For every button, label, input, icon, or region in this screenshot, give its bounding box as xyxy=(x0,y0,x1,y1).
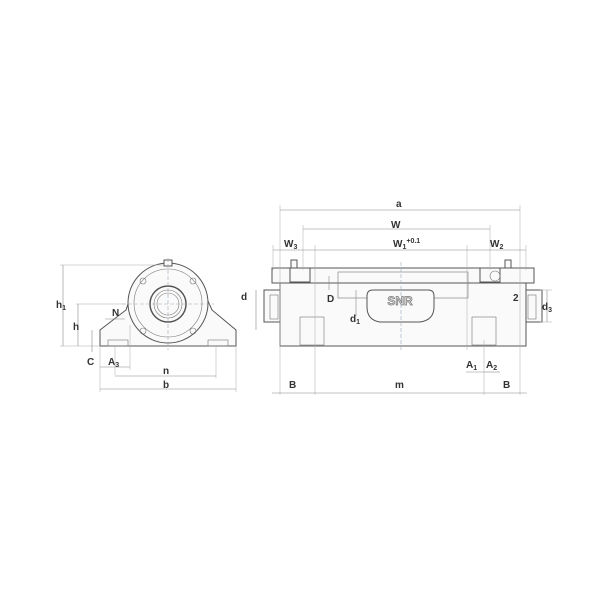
label-n: n xyxy=(163,366,169,377)
label-C: C xyxy=(87,357,94,368)
label-h1: h1 xyxy=(56,300,66,312)
label-W1: W1+0.1 xyxy=(393,238,420,251)
label-m: m xyxy=(395,380,404,391)
label-A2: A2 xyxy=(486,360,497,372)
label-d3: d3 xyxy=(542,302,552,314)
label-A3: A3 xyxy=(108,357,119,369)
front-dimensions: a W W3 W1+0.1 W2 d D d1 2 d3 A1 A2 B m B xyxy=(241,199,552,395)
side-view: h1 h N C A3 n b xyxy=(56,258,237,392)
label-A1: A1 xyxy=(466,360,477,372)
label-W3: W3 xyxy=(284,239,297,251)
label-2: 2 xyxy=(513,293,519,304)
label-b: b xyxy=(163,380,169,391)
housing-side xyxy=(99,258,237,350)
label-d: d xyxy=(241,292,247,303)
label-B-left: B xyxy=(289,380,296,391)
side-dimensions: h1 h N C A3 n b xyxy=(56,264,237,392)
label-B-right: B xyxy=(503,380,510,391)
label-W: W xyxy=(391,220,401,231)
label-D: D xyxy=(327,294,334,305)
label-W2: W2 xyxy=(490,239,503,251)
label-N: N xyxy=(112,308,119,319)
label-h: h xyxy=(73,322,79,333)
front-view: SNR xyxy=(241,199,552,395)
label-d1: d1 xyxy=(350,314,360,326)
label-a: a xyxy=(396,199,402,210)
housing-front: SNR xyxy=(263,259,543,350)
snr-logo: SNR xyxy=(387,294,413,308)
